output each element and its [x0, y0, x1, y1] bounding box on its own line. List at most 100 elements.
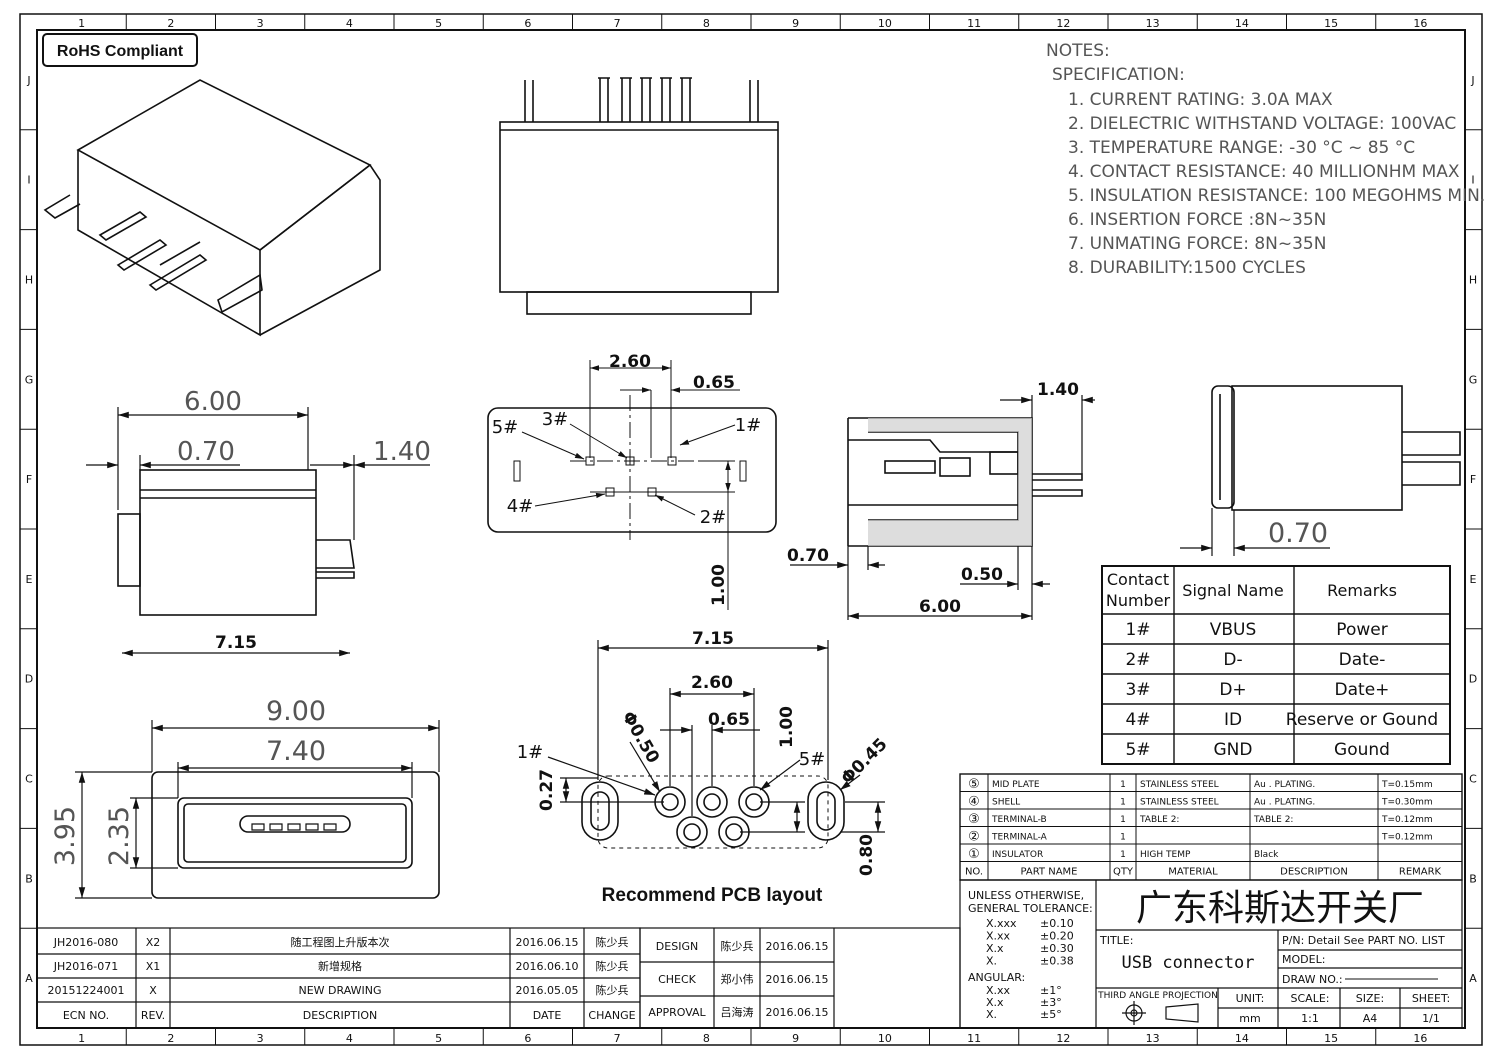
- pcb-label-1: 1#: [517, 742, 544, 763]
- part-material: TABLE 2:: [1139, 815, 1179, 825]
- part-material: STAINLESS STEEL: [1140, 798, 1219, 808]
- signal-name: VBUS: [1210, 620, 1257, 640]
- signal-remark: Date+: [1335, 680, 1390, 700]
- part-material: STAINLESS STEEL: [1140, 780, 1219, 790]
- pin-view: 2.60 0.65 1.00 5# 3# 1# 4# 2#: [487, 352, 777, 610]
- grid-row-right: J: [1470, 74, 1474, 87]
- part-remark: T=0.30mm: [1381, 798, 1433, 808]
- grid-col-bottom: 6: [524, 1032, 531, 1045]
- dim-pin-pitch-a: 2.60: [609, 352, 651, 372]
- company-name: 广东科斯达开关厂: [1136, 888, 1424, 929]
- section-view: 1.40 0.70 0.50 6.00: [787, 380, 1095, 620]
- grid-row-left: F: [26, 473, 32, 486]
- dim-side-gap: 0.70: [177, 437, 235, 467]
- signal-contact: 5#: [1125, 740, 1150, 760]
- rev-code: X1: [146, 960, 161, 973]
- angular-value: ±1°: [1040, 984, 1062, 997]
- pin-label-3: 3#: [542, 409, 569, 430]
- dim-pcb-total: 7.15: [692, 629, 734, 649]
- grid-col-top: 14: [1235, 17, 1249, 30]
- grid-row-left: G: [25, 373, 34, 386]
- size-value: A4: [1363, 1012, 1378, 1025]
- model-text: MODEL:: [1282, 953, 1325, 966]
- pcb-caption: Recommend PCB layout: [602, 885, 823, 906]
- note-item: 8. DURABILITY:1500 CYCLES: [1068, 258, 1306, 278]
- part-desc: Au . PLATING.: [1254, 798, 1315, 808]
- part-name: TERMINAL-A: [991, 833, 1048, 843]
- pn-text: P/N: Detail See PART NO. LIST: [1282, 934, 1445, 947]
- pcb-layout-view: 7.15 2.60 0.65 1.00 0.27 0.80 Φ0.50 Φ0.4…: [517, 629, 892, 906]
- sheet-label: SHEET:: [1412, 992, 1450, 1005]
- grid-ticks: [20, 14, 1482, 1045]
- grid-col-top: 9: [792, 17, 799, 30]
- grid-col-top: 13: [1146, 17, 1160, 30]
- rev-by: 陈少兵: [596, 959, 629, 973]
- signal-header-signal: Signal Name: [1182, 581, 1283, 600]
- grid-col-bottom: 15: [1324, 1032, 1338, 1045]
- grid-col-bottom: 2: [167, 1032, 174, 1045]
- angular-key: X.: [986, 1008, 997, 1021]
- grid-col-top: 4: [346, 17, 353, 30]
- parts-header: NO.: [965, 867, 983, 878]
- approval-role: APPROVAL: [648, 1006, 706, 1019]
- rohs-text: RoHS Compliant: [57, 43, 184, 60]
- part-qty: 1: [1120, 798, 1126, 808]
- approval-name: 吕海涛: [721, 1005, 754, 1019]
- grid-col-bottom: 13: [1146, 1032, 1160, 1045]
- signal-contact: 2#: [1125, 650, 1150, 670]
- pin-label-1: 1#: [735, 415, 762, 436]
- dim-sec-b: 0.50: [961, 565, 1003, 585]
- dim-pcb-a: 2.60: [691, 673, 733, 693]
- dim-front-width: 9.00: [266, 696, 326, 727]
- unit-label: UNIT:: [1236, 992, 1265, 1005]
- rev-desc: 随工程图上升版本次: [291, 935, 390, 949]
- approval-date: 2016.06.15: [766, 1006, 829, 1019]
- grid-row-right: E: [1470, 573, 1477, 586]
- angular-key: X.x: [986, 996, 1004, 1009]
- tolerance-key: X.: [986, 955, 997, 968]
- part-no: ⑤: [968, 777, 980, 792]
- pin-label-5: 5#: [492, 417, 519, 438]
- projection-symbol: [1122, 1001, 1199, 1025]
- dim-sec-len: 6.00: [919, 597, 961, 617]
- dim-pin-pitch-b: 0.65: [693, 373, 735, 393]
- angular-value: ±3°: [1040, 996, 1062, 1009]
- grid-col-bottom: 7: [614, 1032, 621, 1045]
- tolerance-key: X.x: [986, 942, 1004, 955]
- side-view: 6.00 0.70 1.40 7.15: [86, 387, 431, 657]
- grid-row-left: I: [27, 174, 30, 187]
- parts-header: PART NAME: [1020, 867, 1077, 878]
- part-qty: 1: [1120, 850, 1126, 860]
- part-desc: Au . PLATING.: [1254, 780, 1315, 790]
- grid-row-left: A: [25, 972, 33, 985]
- part-material: HIGH TEMP: [1140, 850, 1191, 860]
- dim-front-inner: 7.40: [266, 736, 326, 767]
- notes-block: NOTES: SPECIFICATION: 1. CURRENT RATING:…: [1046, 41, 1485, 278]
- dim-side-tail: 1.40: [373, 437, 431, 467]
- grid-col-bottom: 12: [1056, 1032, 1070, 1045]
- tolerance-title-2: GENERAL TOLERANCE:: [968, 902, 1093, 915]
- dim-right-gap: 0.70: [1268, 518, 1328, 549]
- tolerance-value: ±0.20: [1040, 930, 1074, 943]
- tolerance-value: ±0.30: [1040, 942, 1074, 955]
- signal-header-contact-1: Contact: [1107, 570, 1169, 589]
- drawno-text: DRAW NO.:: [1282, 973, 1343, 986]
- notes-subheading: SPECIFICATION:: [1052, 65, 1185, 85]
- tolerance-value: ±0.10: [1040, 917, 1074, 930]
- notes-heading: NOTES:: [1046, 41, 1110, 61]
- part-qty: 1: [1120, 815, 1126, 825]
- dim-pcb-height: 0.80: [857, 834, 877, 876]
- part-remark: T=0.12mm: [1381, 815, 1433, 825]
- grid-col-bottom: 4: [346, 1032, 353, 1045]
- size-label: SIZE:: [1356, 992, 1384, 1005]
- part-name: SHELL: [992, 798, 1020, 808]
- approval-role: CHECK: [658, 973, 697, 986]
- rohs-badge: RoHS Compliant: [42, 33, 198, 67]
- dim-pcb-hole-b: Φ0.45: [837, 734, 891, 788]
- signal-name: D-: [1223, 650, 1242, 670]
- part-qty: 1: [1120, 833, 1126, 843]
- title-value: USB connector: [1121, 953, 1254, 973]
- grid-row-right: B: [1469, 872, 1477, 885]
